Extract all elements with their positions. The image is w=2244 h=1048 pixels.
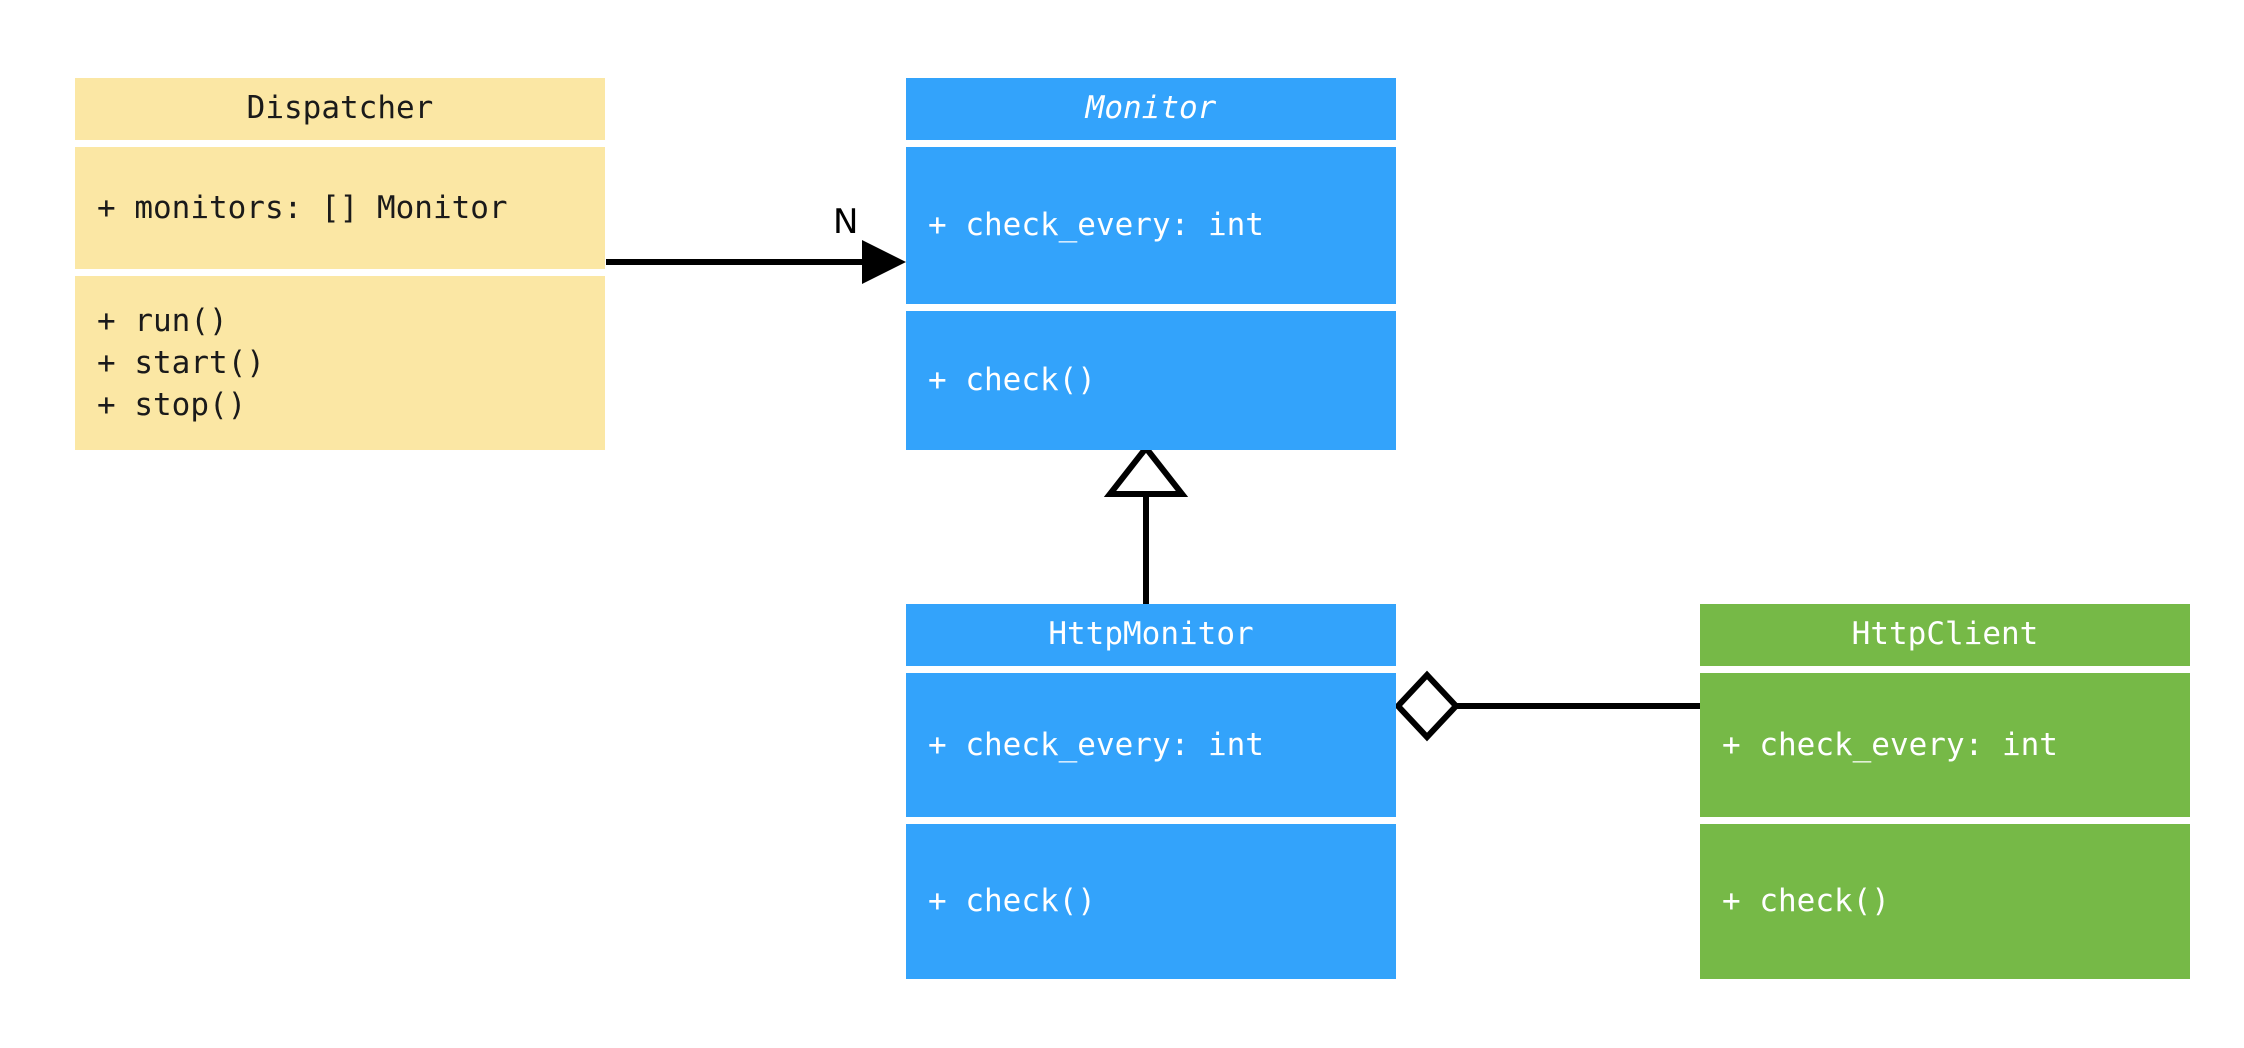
method-row: + stop() [97, 387, 247, 424]
class-methods-httpclient: + check() [1700, 824, 2190, 979]
attribute-row: + check_every: int [928, 207, 1264, 244]
compartment-divider [906, 666, 1396, 673]
compartment-divider [906, 817, 1396, 824]
class-name-dispatcher: Dispatcher [246, 90, 434, 127]
class-header-monitor: Monitor [906, 78, 1396, 140]
class-header-dispatcher: Dispatcher [75, 78, 605, 140]
class-attributes-httpclient: + check_every: int [1700, 673, 2190, 817]
attribute-row: + check_every: int [1722, 726, 2058, 763]
class-attributes-monitor: + check_every: int [906, 147, 1396, 304]
class-box-dispatcher[interactable]: Dispatcher + monitors: [] Monitor + run(… [75, 78, 605, 450]
class-methods-httpmonitor: + check() [906, 824, 1396, 979]
association-dispatcher-monitor [606, 240, 906, 284]
class-box-monitor[interactable]: Monitor + check_every: int + check() [906, 78, 1396, 450]
compartment-divider [1700, 666, 2190, 673]
generalization-httpmonitor-monitor [1103, 443, 1189, 604]
hollow-diamond-icon [1393, 670, 1461, 742]
class-header-httpmonitor: HttpMonitor [906, 604, 1396, 666]
compartment-divider [906, 304, 1396, 311]
class-name-httpmonitor: HttpMonitor [1048, 616, 1254, 653]
method-row: + check() [928, 883, 1096, 920]
filled-arrowhead-icon [862, 240, 906, 284]
class-attributes-dispatcher: + monitors: [] Monitor [75, 147, 605, 269]
association-multiplicity-label: N [833, 202, 859, 242]
class-box-httpclient[interactable]: HttpClient + check_every: int + check() [1700, 604, 2190, 979]
method-row: + check() [1722, 883, 1890, 920]
class-name-monitor: Monitor [1085, 90, 1217, 127]
compartment-divider [75, 140, 605, 147]
class-box-httpmonitor[interactable]: HttpMonitor + check_every: int + check() [906, 604, 1396, 979]
class-methods-monitor: + check() [906, 311, 1396, 450]
compartment-divider [906, 140, 1396, 147]
hollow-triangle-arrowhead-icon [1103, 443, 1189, 497]
method-row: + check() [928, 362, 1096, 399]
aggregation-httpmonitor-httpclient [1393, 670, 1700, 742]
class-name-httpclient: HttpClient [1851, 616, 2039, 653]
attribute-row: + check_every: int [928, 726, 1264, 763]
compartment-divider [1700, 817, 2190, 824]
class-header-httpclient: HttpClient [1700, 604, 2190, 666]
class-methods-dispatcher: + run() + start() + stop() [75, 276, 605, 450]
compartment-divider [75, 269, 605, 276]
method-row: + run() [97, 302, 228, 339]
class-attributes-httpmonitor: + check_every: int [906, 673, 1396, 817]
method-row: + start() [97, 344, 265, 381]
attribute-row: + monitors: [] Monitor [97, 189, 508, 226]
